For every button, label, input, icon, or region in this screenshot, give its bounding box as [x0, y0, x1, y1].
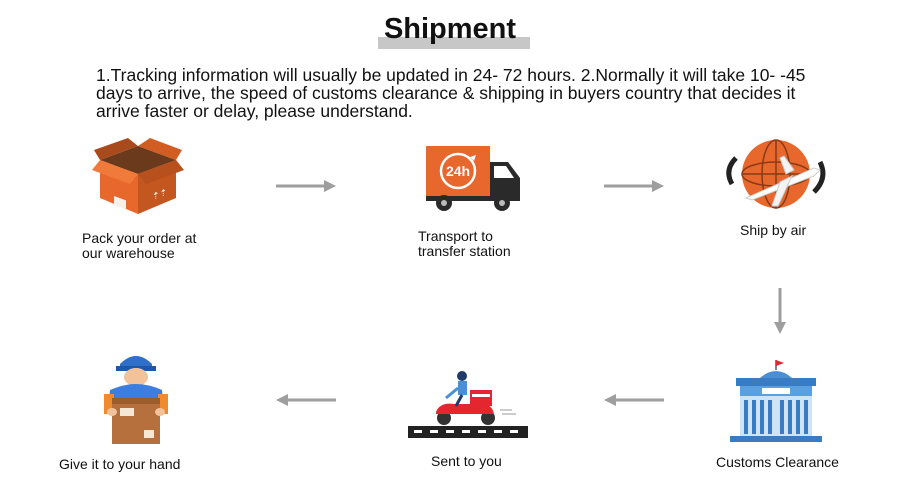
- arrow-left-icon: [604, 394, 664, 406]
- globe-airplane-icon: [726, 139, 826, 209]
- step-label-sent: Sent to you: [431, 453, 502, 469]
- arrow-right-icon: [276, 180, 336, 192]
- title-underline: [378, 37, 530, 49]
- courier-holding-box-icon: [104, 356, 168, 444]
- package-box-icon: ⇡⇡: [92, 138, 184, 214]
- arrow-left-icon: [276, 394, 336, 406]
- step-label-transport: Transport to transfer station: [418, 228, 511, 259]
- page-title: Shipment: [383, 13, 517, 45]
- step-label-customs: Customs Clearance: [716, 454, 839, 470]
- step-label-hand: Give it to your hand: [59, 456, 181, 472]
- arrow-right-icon: [604, 180, 664, 192]
- customs-building-icon: [730, 360, 822, 442]
- truck-badge: 24h: [446, 163, 470, 179]
- courier-scooter-icon: [408, 371, 528, 438]
- step-label-pack: Pack your order at our warehouse: [82, 230, 197, 261]
- shipment-description: 1.Tracking information will usually be u…: [96, 65, 806, 121]
- delivery-truck-icon: 24h: [426, 146, 520, 211]
- arrow-down-icon: [774, 288, 786, 334]
- step-label-air: Ship by air: [740, 222, 807, 238]
